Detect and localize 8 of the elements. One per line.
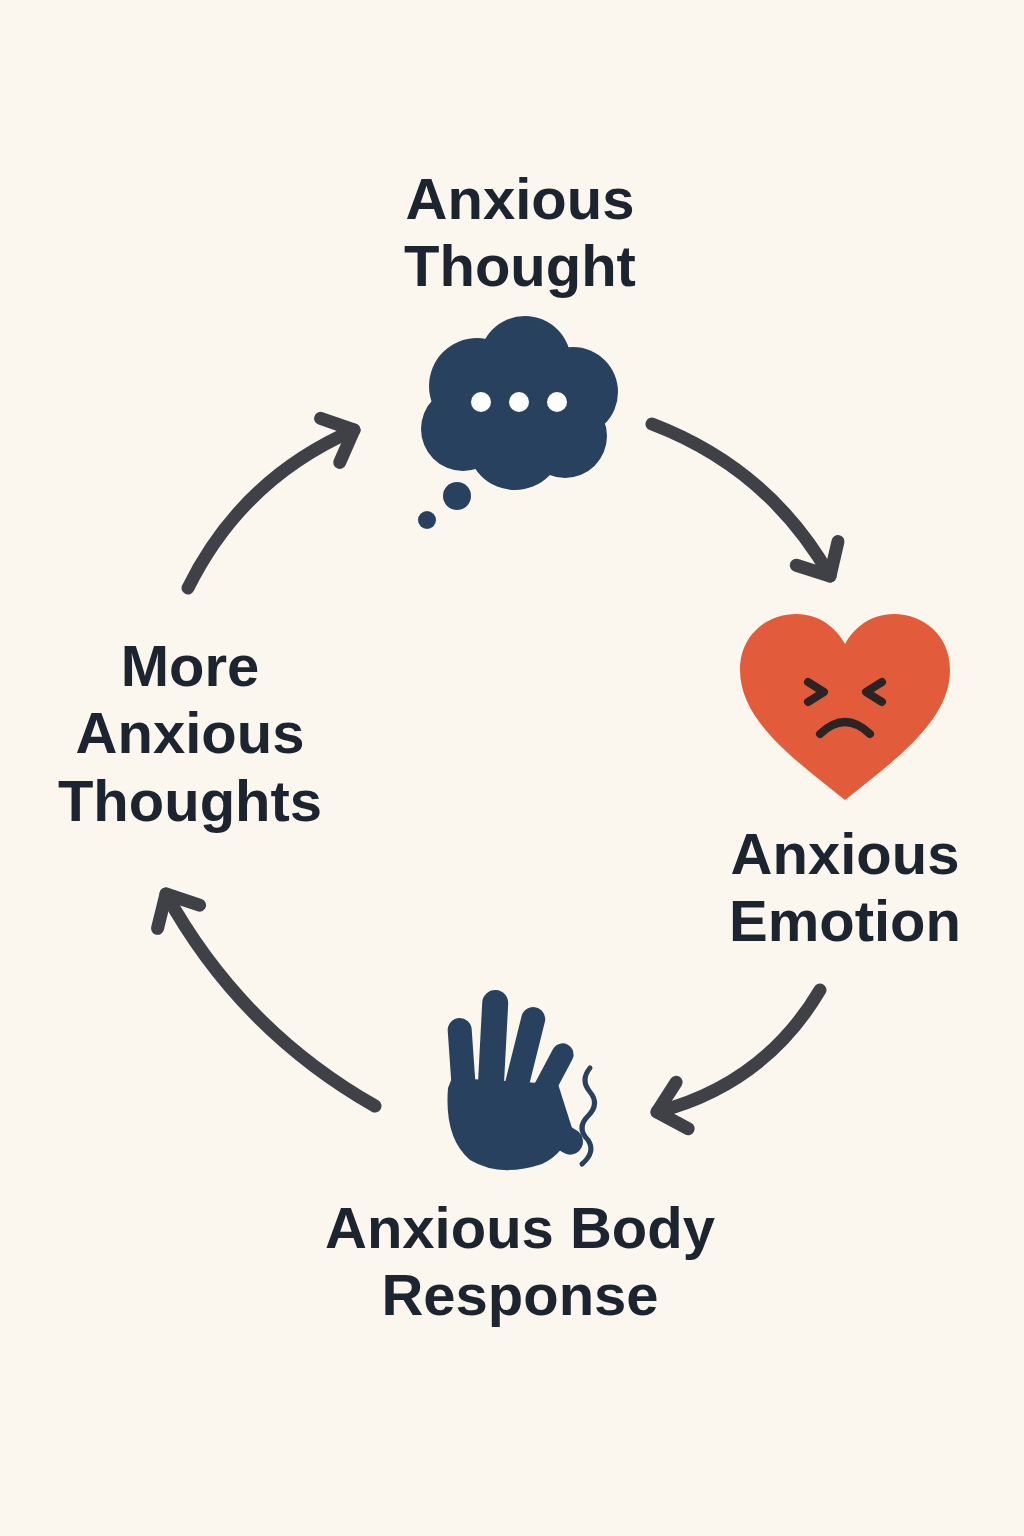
cycle-arrow [181, 412, 361, 595]
node-label: Anxious Thought [403, 165, 637, 300]
cycle-arrow [650, 983, 827, 1135]
node-label: More Anxious Thoughts [56, 632, 324, 834]
cycle-arrow [151, 887, 382, 1113]
node-label: Anxious Body Response [324, 1194, 716, 1329]
node-label: Anxious Emotion [728, 820, 962, 955]
cycle-arrow [645, 417, 844, 583]
